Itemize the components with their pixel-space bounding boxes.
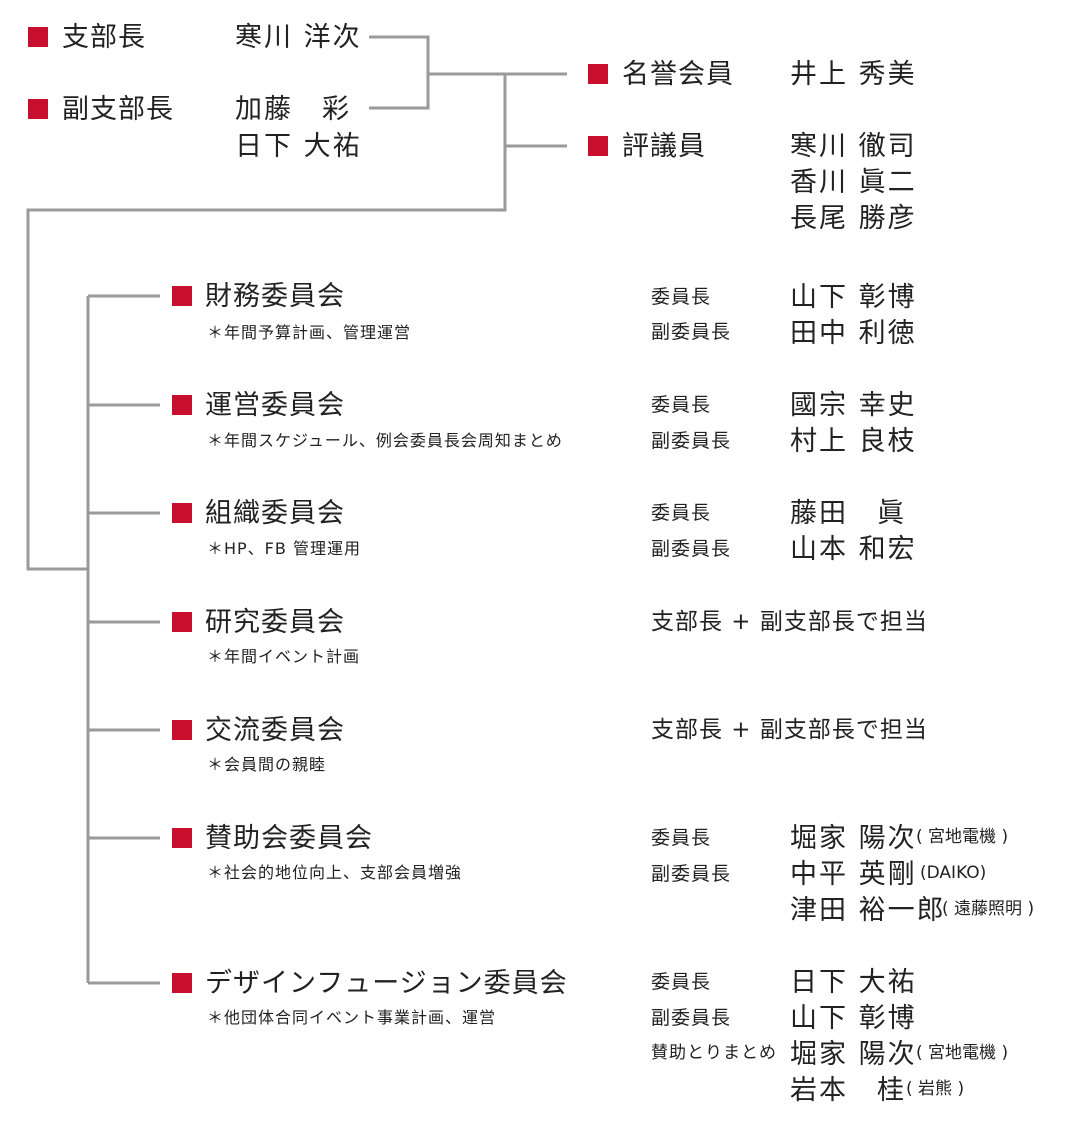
member-role: 委員長 bbox=[651, 502, 712, 524]
councilor-name-3: 長尾 勝彦 bbox=[790, 203, 917, 234]
committee-assignment: 支部長 + 副支部長で担当 bbox=[651, 609, 928, 635]
honorary-label: 名誉会員 bbox=[622, 59, 734, 90]
committee-marker bbox=[172, 828, 192, 848]
committee-marker bbox=[172, 973, 192, 993]
councilors-marker bbox=[588, 136, 608, 156]
member-affiliation: ( 岩熊 ) bbox=[906, 1079, 965, 1099]
member-name: 津田 裕一郎 bbox=[790, 895, 946, 926]
branch-chief-name: 寒川 洋次 bbox=[235, 22, 362, 53]
committee-note: ＊年間スケジュール、例会委員長会周知まとめ bbox=[207, 431, 563, 450]
branch-chief-marker bbox=[28, 27, 48, 47]
committee-title: 財務委員会 bbox=[205, 281, 345, 312]
committee-note: ＊社会的地位向上、支部会員増強 bbox=[207, 863, 463, 882]
member-affiliation: ( 宮地電機 ) bbox=[916, 827, 1009, 847]
committee-note: ＊会員間の親睦 bbox=[207, 755, 327, 774]
deputy-label: 副支部長 bbox=[62, 94, 174, 125]
committee-marker bbox=[172, 720, 192, 740]
committee-marker bbox=[172, 286, 192, 306]
committee-title: 組織委員会 bbox=[205, 498, 345, 529]
member-role: 副委員長 bbox=[651, 321, 732, 343]
deputy-marker bbox=[28, 99, 48, 119]
chief-connector bbox=[369, 35, 430, 110]
member-name: 岩本 桂 bbox=[790, 1075, 906, 1106]
member-name: 山下 彰博 bbox=[790, 282, 917, 313]
member-role: 委員長 bbox=[651, 827, 712, 849]
trunk-line bbox=[26, 74, 507, 571]
committee-title: 賛助会委員会 bbox=[205, 823, 373, 854]
member-name: 山本 和宏 bbox=[790, 534, 917, 565]
member-name: 山下 彰博 bbox=[790, 1003, 917, 1034]
committee-marker bbox=[172, 503, 192, 523]
committee-marker bbox=[172, 395, 192, 415]
member-name: 村上 良枝 bbox=[790, 426, 917, 457]
member-role: 副委員長 bbox=[651, 1007, 732, 1029]
councilor-name-1: 寒川 徹司 bbox=[790, 131, 917, 162]
deputy-name-2: 日下 大祐 bbox=[235, 131, 362, 162]
honorary-marker bbox=[588, 64, 608, 84]
committee-note: ＊HP、FB 管理運用 bbox=[207, 539, 361, 558]
member-name: 國宗 幸史 bbox=[790, 390, 917, 421]
committee-note: ＊他団体合同イベント事業計画、運営 bbox=[207, 1008, 497, 1027]
member-name: 日下 大祐 bbox=[790, 967, 917, 998]
committee-title: デザインフュージョン委員会 bbox=[205, 968, 568, 999]
member-name: 田中 利徳 bbox=[790, 318, 917, 349]
branch-chief-label: 支部長 bbox=[62, 22, 146, 53]
committee-marker bbox=[172, 612, 192, 632]
member-affiliation: ( 宮地電機 ) bbox=[916, 1043, 1009, 1063]
committee-title: 交流委員会 bbox=[205, 715, 345, 746]
deputy-name-1: 加藤 彩 bbox=[235, 94, 351, 125]
honorary-name: 井上 秀美 bbox=[790, 59, 917, 90]
committee-note: ＊年間予算計画、管理運営 bbox=[207, 323, 412, 342]
committee-assignment: 支部長 + 副支部長で担当 bbox=[651, 717, 928, 743]
committee-title: 研究委員会 bbox=[205, 607, 345, 638]
member-role: 委員長 bbox=[651, 394, 712, 416]
member-name: 中平 英剛 bbox=[790, 859, 917, 890]
member-affiliation: ( 遠藤照明 ) bbox=[942, 899, 1035, 919]
member-role: 委員長 bbox=[651, 971, 712, 993]
committee-title: 運営委員会 bbox=[205, 390, 345, 421]
member-role: 副委員長 bbox=[651, 863, 732, 885]
member-name: 堀家 陽次 bbox=[790, 823, 917, 854]
member-role: 副委員長 bbox=[651, 538, 732, 560]
member-name: 堀家 陽次 bbox=[790, 1039, 917, 1070]
member-role: 委員長 bbox=[651, 286, 712, 308]
member-role: 副委員長 bbox=[651, 430, 732, 452]
committee-note: ＊年間イベント計画 bbox=[207, 647, 361, 666]
member-affiliation: (DAIKO) bbox=[920, 863, 987, 883]
councilor-name-2: 香川 眞二 bbox=[790, 167, 917, 198]
member-role: 賛助とりまとめ bbox=[651, 1043, 777, 1063]
councilors-label: 評議員 bbox=[622, 131, 706, 162]
member-name: 藤田 眞 bbox=[790, 498, 906, 529]
